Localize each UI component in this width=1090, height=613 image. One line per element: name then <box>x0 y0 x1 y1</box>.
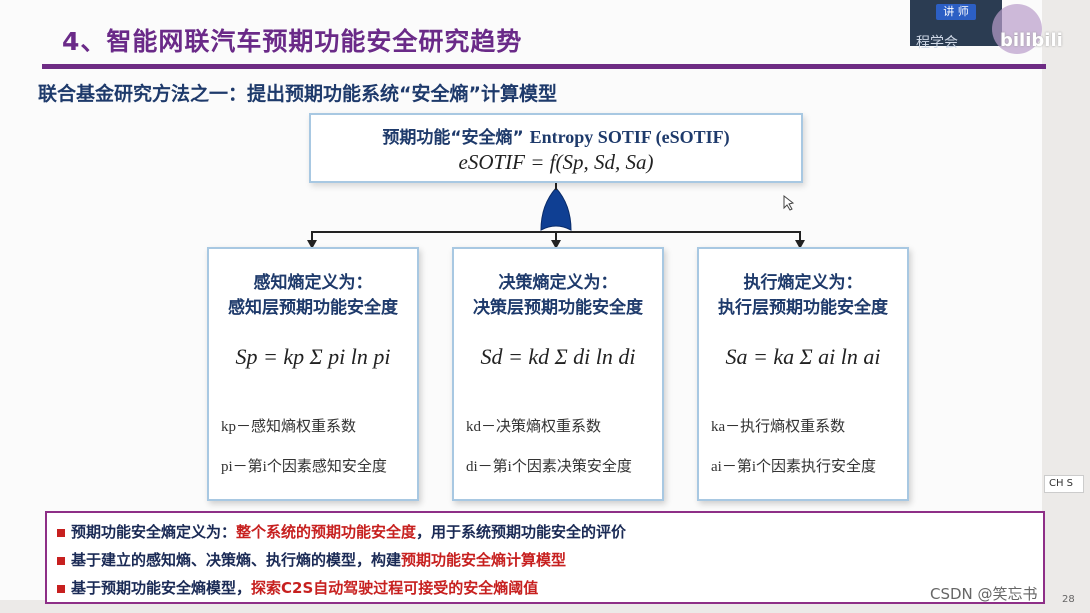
card-heading: 感知熵定义为： 感知层预期功能安全度 <box>209 271 417 321</box>
esotif-box: 预期功能“安全熵” Entropy SOTIF (eSOTIF) eSOTIF … <box>309 113 803 183</box>
camera-label: 讲 师 <box>936 4 976 20</box>
card-def-factor: pi－第i个因素感知安全度 <box>221 455 387 476</box>
card-def-weight: kd－决策熵权重系数 <box>466 415 601 436</box>
mouse-cursor-icon <box>784 196 793 210</box>
card-def-factor: di－第i个因素决策安全度 <box>466 455 632 476</box>
bullet-square-icon <box>57 557 65 565</box>
card-def-factor: ai－第i个因素执行安全度 <box>711 455 876 476</box>
camera-text: 程学会 <box>916 32 958 52</box>
esotif-formula: eSOTIF = f(Sp, Sd, Sa) <box>311 150 801 175</box>
page-number: 28 <box>1062 594 1075 605</box>
esotif-heading: 预期功能“安全熵” Entropy SOTIF (eSOTIF) <box>311 123 801 148</box>
card-heading: 执行熵定义为： 执行层预期功能安全度 <box>699 271 907 321</box>
summary-bullet: 预期功能安全熵定义为：整个系统的预期功能安全度，用于系统预期功能安全的评价 <box>57 521 626 542</box>
ime-indicator[interactable]: CH S <box>1044 475 1084 493</box>
summary-bullet: 基于预期功能安全熵模型，探索C2S自动驾驶过程可接受的安全熵阈值 <box>57 577 538 598</box>
decision-entropy-card: 决策熵定义为： 决策层预期功能安全度 Sd = kd Σ di ln di kd… <box>452 247 664 501</box>
csdn-watermark: CSDN @笑忘书 <box>930 583 1038 604</box>
bullet-square-icon <box>57 529 65 537</box>
card-formula: Sp = kp Σ pi ln pi <box>209 344 417 370</box>
execution-entropy-card: 执行熵定义为： 执行层预期功能安全度 Sa = ka Σ ai ln ai ka… <box>697 247 909 501</box>
card-formula: Sa = ka Σ ai ln ai <box>699 344 907 370</box>
slide: 4、智能网联汽车预期功能安全研究趋势 联合基金研究方法之一：提出预期功能系统“安… <box>0 0 1042 600</box>
perception-entropy-card: 感知熵定义为： 感知层预期功能安全度 Sp = kp Σ pi ln pi kp… <box>207 247 419 501</box>
card-def-weight: ka－执行熵权重系数 <box>711 415 845 436</box>
summary-box: 预期功能安全熵定义为：整个系统的预期功能安全度，用于系统预期功能安全的评价 基于… <box>45 511 1045 604</box>
bullet-square-icon <box>57 585 65 593</box>
or-gate-icon <box>541 188 571 230</box>
card-def-weight: kp－感知熵权重系数 <box>221 415 356 436</box>
card-heading: 决策熵定义为： 决策层预期功能安全度 <box>454 271 662 321</box>
card-formula: Sd = kd Σ di ln di <box>454 344 662 370</box>
summary-bullet: 基于建立的感知熵、决策熵、执行熵的模型，构建预期功能安全熵计算模型 <box>57 549 566 570</box>
bilibili-logo: bilibili <box>1000 30 1063 51</box>
